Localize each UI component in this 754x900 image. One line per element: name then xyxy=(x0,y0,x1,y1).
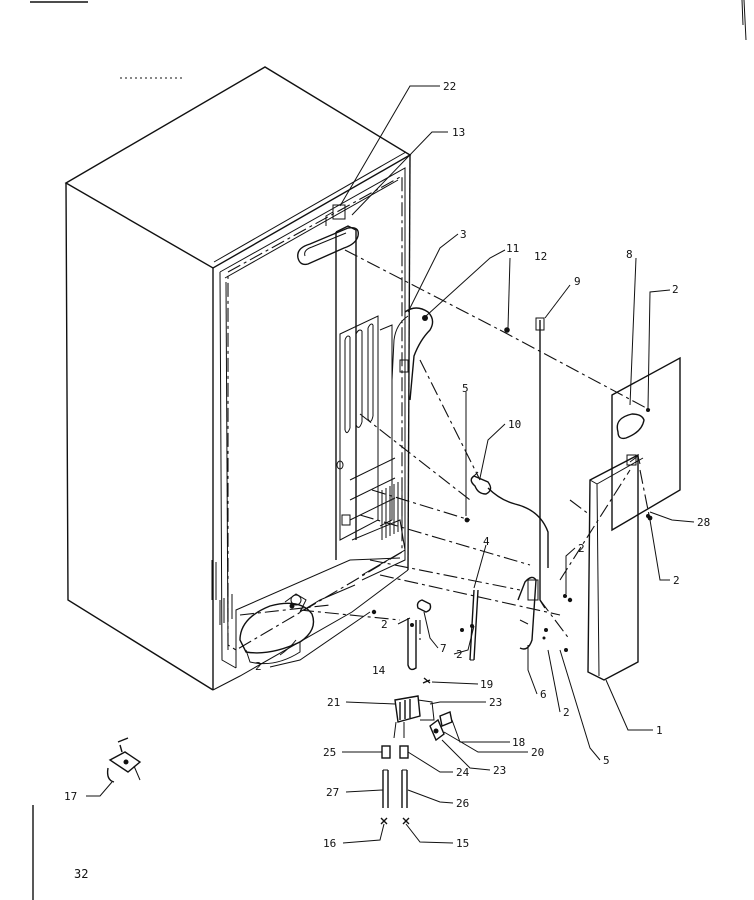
callout-15: 15 xyxy=(456,837,469,850)
screw-19 xyxy=(422,677,431,684)
callout-9: 9 xyxy=(574,275,581,288)
top-duct-assembly xyxy=(297,204,359,266)
scan-edge-marks xyxy=(741,0,747,41)
callout-27: 27 xyxy=(326,786,339,799)
water-tubes xyxy=(382,769,408,808)
clip-7 xyxy=(416,599,432,613)
callout-8: 8 xyxy=(626,248,633,261)
callout-11: 11 xyxy=(506,242,519,255)
bracket-14 xyxy=(407,618,417,671)
callout-7: 7 xyxy=(440,642,447,655)
screw-2-right xyxy=(647,515,653,521)
callout-12: 12 xyxy=(534,250,547,263)
power-cord xyxy=(470,471,549,568)
callout-5-lower: 5 xyxy=(603,754,610,767)
callout-2-right: 2 xyxy=(673,574,680,587)
callout-1: 1 xyxy=(656,724,663,737)
callout-2-right-mid: 2 xyxy=(578,542,585,555)
callout-leaders xyxy=(86,85,695,844)
callout-23-lower: 23 xyxy=(493,764,506,777)
screw-2-lower-left xyxy=(371,609,377,615)
callout-28: 28 xyxy=(697,516,710,529)
callout-21: 21 xyxy=(327,696,340,709)
screw-2-center xyxy=(460,628,464,632)
callout-2-left: 2 xyxy=(255,660,262,673)
compressor xyxy=(239,584,356,665)
wire-harness xyxy=(391,307,434,401)
upper-access-cover xyxy=(611,356,681,532)
callout-labels: 22 13 3 11 12 9 8 2 5 10 28 4 2 2 2 2 7 … xyxy=(64,80,710,850)
callout-22: 22 xyxy=(443,80,456,93)
callout-3: 3 xyxy=(460,228,467,241)
callout-25: 25 xyxy=(323,746,336,759)
callout-2-top-right: 2 xyxy=(672,283,679,296)
refrigerator-cabinet xyxy=(64,66,412,691)
callout-4: 4 xyxy=(483,535,490,548)
defrost-drain-assembly xyxy=(517,576,568,652)
callout-6: 6 xyxy=(540,688,547,701)
callout-13: 13 xyxy=(452,126,465,139)
saddle-valve-17 xyxy=(106,737,142,783)
callout-2-bracket: 2 xyxy=(381,618,388,631)
callout-2-lower: 2 xyxy=(563,706,570,719)
callout-23-upper: 23 xyxy=(489,696,502,709)
drain-tube xyxy=(469,589,479,661)
page-number: 32 xyxy=(74,867,88,881)
condenser-coil xyxy=(335,225,406,576)
callout-18: 18 xyxy=(512,736,525,749)
screw-2-mid xyxy=(567,597,573,603)
callout-24: 24 xyxy=(456,766,470,779)
callout-5-upper: 5 xyxy=(462,382,469,395)
callout-14: 14 xyxy=(372,664,386,677)
water-valve-assembly xyxy=(393,695,453,742)
callout-17: 17 xyxy=(64,790,77,803)
screw-5-upper xyxy=(464,517,470,523)
callout-26: 26 xyxy=(456,797,469,810)
callout-16: 16 xyxy=(323,837,336,850)
callout-20: 20 xyxy=(531,746,544,759)
ferrule-16 xyxy=(380,817,388,825)
callout-2-center: 2 xyxy=(456,648,463,661)
callout-10: 10 xyxy=(508,418,521,431)
lower-access-panel xyxy=(587,453,644,681)
callout-19: 19 xyxy=(480,678,493,691)
fittings xyxy=(381,745,409,759)
ferrule-15 xyxy=(402,817,410,825)
screw-12 xyxy=(504,327,510,333)
assembly-guide-lines xyxy=(239,249,651,641)
harness-9 xyxy=(535,317,546,609)
